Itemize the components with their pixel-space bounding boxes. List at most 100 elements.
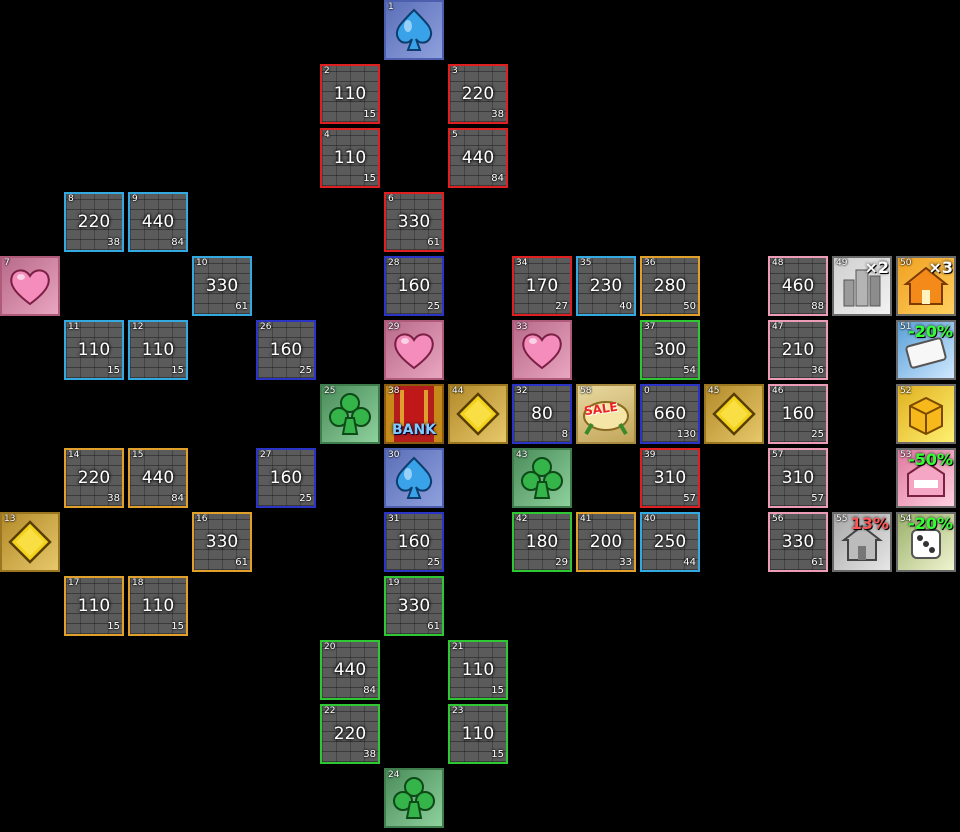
tile-number: 49	[836, 258, 848, 268]
diamond-icon	[456, 392, 500, 436]
heart-suit-tile-7[interactable]: 7	[0, 256, 60, 316]
heart-suit-tile-29[interactable]: 29	[384, 320, 444, 380]
property-price: 440	[461, 148, 495, 168]
property-toll: 15	[491, 749, 504, 760]
club-suit-tile-25[interactable]: 25	[320, 384, 380, 444]
diamond-suit-tile-45[interactable]: 45	[704, 384, 764, 444]
modifier-badge: ×2	[864, 258, 889, 277]
tile-number: 24	[388, 770, 400, 780]
spade-suit-tile-1[interactable]: 1	[384, 0, 444, 60]
modifier-badge: ×3	[928, 258, 953, 277]
tile-number: 28	[388, 258, 400, 268]
property-price: 250	[653, 532, 687, 552]
property-price: 160	[269, 468, 303, 488]
spade-suit-tile-30[interactable]: 30	[384, 448, 444, 508]
city-special-tile-49[interactable]: 49 ×2	[832, 256, 892, 316]
tile-number: 22	[324, 706, 336, 716]
coupon-special-tile-51[interactable]: 51-20%	[896, 320, 956, 380]
property-toll: 44	[683, 557, 696, 568]
club-suit-tile-43[interactable]: 43	[512, 448, 572, 508]
tile-number: 17	[68, 578, 80, 588]
spade-icon	[395, 8, 433, 51]
tile-number: 0	[644, 386, 650, 396]
club-icon	[329, 393, 371, 435]
tile-number: 33	[516, 322, 528, 332]
tile-number: 56	[772, 514, 784, 524]
property-price: 330	[781, 532, 815, 552]
tile-number: 14	[68, 450, 80, 460]
property-toll: 61	[427, 621, 440, 632]
property-toll: 36	[811, 365, 824, 376]
house-icon	[903, 266, 949, 305]
property-tile-56[interactable]: 56 330 61	[768, 512, 828, 572]
tile-number: 32	[516, 386, 528, 396]
tile-number: 27	[260, 450, 272, 460]
property-toll: 130	[676, 429, 696, 440]
property-price: 200	[589, 532, 623, 552]
diamond-suit-tile-13[interactable]: 13	[0, 512, 60, 572]
property-price: 110	[141, 340, 175, 360]
property-price: 160	[781, 404, 815, 424]
tile-number: 23	[452, 706, 464, 716]
club-suit-tile-24[interactable]: 24	[384, 768, 444, 828]
property-toll: 84	[171, 237, 184, 248]
property-price: 330	[397, 596, 431, 616]
bank-building-icon	[400, 390, 428, 426]
shop-special-tile-53[interactable]: 53-50%	[896, 448, 956, 508]
heart-suit-tile-33[interactable]: 33	[512, 320, 572, 380]
tile-number: 44	[452, 386, 464, 396]
box-special-tile-52[interactable]: 52	[896, 384, 956, 444]
tile-number: 38	[388, 386, 400, 396]
property-toll: 61	[811, 557, 824, 568]
modifier-badge: -50%	[908, 450, 953, 469]
house-special-tile-50[interactable]: 50×3	[896, 256, 956, 316]
club-icon	[521, 457, 563, 499]
tile-number: 2	[324, 66, 330, 76]
property-price: 220	[333, 724, 367, 744]
dice-special-tile-54[interactable]: 54-20%	[896, 512, 956, 572]
diamond-suit-tile-44[interactable]: 44	[448, 384, 508, 444]
tile-number: 7	[4, 258, 10, 268]
